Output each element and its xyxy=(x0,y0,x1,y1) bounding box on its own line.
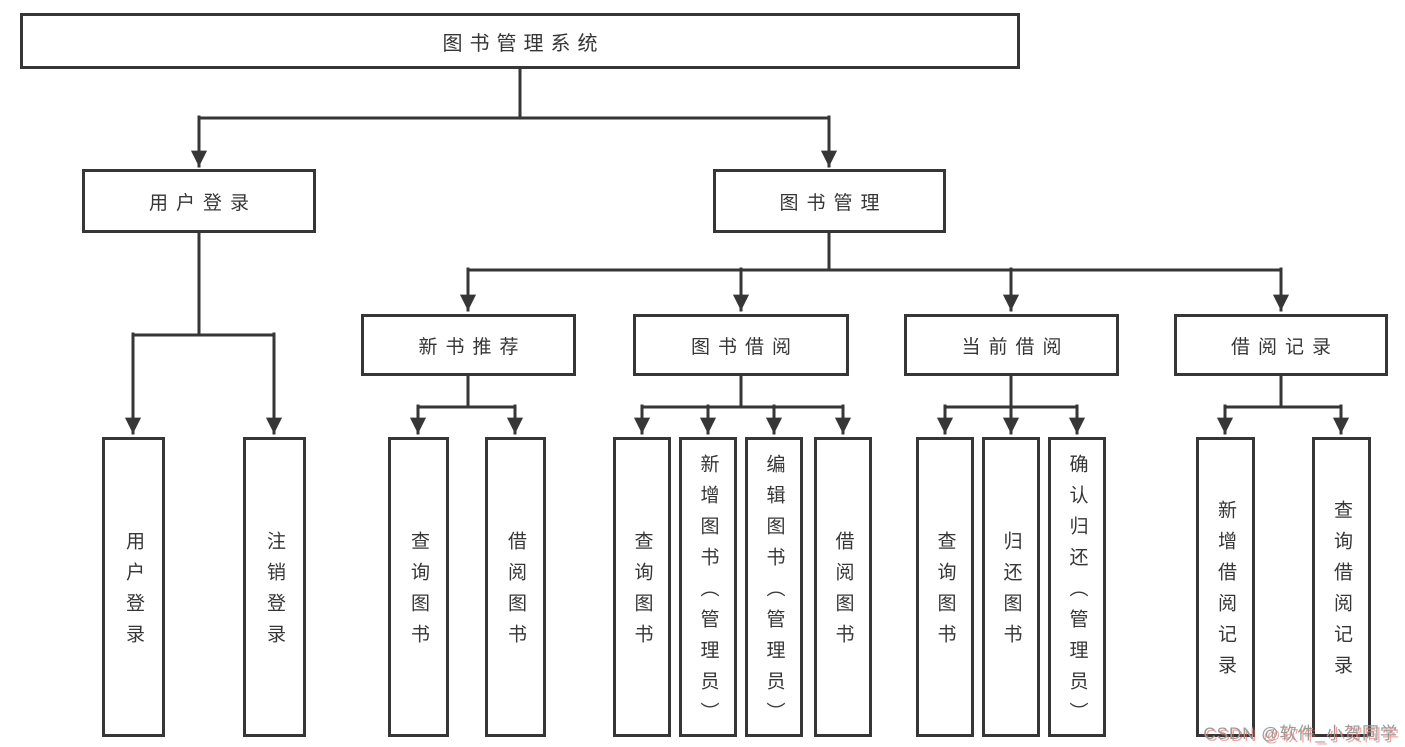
node-label: 图书管理 xyxy=(779,192,888,214)
leaf-user-login: 用户登录 xyxy=(102,437,165,737)
leaf-records-query-record: 查询借阅记录 xyxy=(1312,437,1371,737)
leaf-current-return-book: 归还图书 xyxy=(982,437,1040,737)
leaf-recommend-borrow-book: 借阅图书 xyxy=(485,437,546,737)
leaf-borrow-borrow-book: 借阅图书 xyxy=(814,437,872,737)
node-label: 新增图书（管理员） xyxy=(697,453,719,733)
node-label: 确认归还（管理员） xyxy=(1066,453,1088,733)
node-current-borrowing: 当前借阅 xyxy=(904,314,1119,376)
node-new-book-recommendation: 新书推荐 xyxy=(361,314,576,376)
node-label: 编辑图书（管理员） xyxy=(763,453,785,733)
node-label: 注销登录 xyxy=(264,531,285,655)
leaf-recommend-query-book: 查询图书 xyxy=(388,437,449,737)
node-label: 查询图书 xyxy=(408,531,429,655)
node-label: 借阅图书 xyxy=(832,531,854,655)
node-label: 归还图书 xyxy=(1000,531,1022,655)
node-label: 查询图书 xyxy=(934,531,956,655)
node-label: 图书管理系统 xyxy=(442,32,605,55)
node-user-login: 用户登录 xyxy=(82,169,316,233)
node-borrowing-records: 借阅记录 xyxy=(1174,314,1388,376)
node-label: 用户登录 xyxy=(148,192,257,214)
leaf-logout: 注销登录 xyxy=(243,437,306,737)
node-label: 图书借阅 xyxy=(690,336,799,358)
leaf-records-add-record: 新增借阅记录 xyxy=(1196,437,1255,737)
node-label: 用户登录 xyxy=(123,531,144,655)
node-label: 借阅记录 xyxy=(1230,336,1339,358)
node-label: 当前借阅 xyxy=(961,336,1070,358)
leaf-borrow-query-book: 查询图书 xyxy=(613,437,671,737)
node-book-borrowing: 图书借阅 xyxy=(633,314,849,376)
leaf-borrow-add-book-admin: 新增图书（管理员） xyxy=(679,437,737,737)
node-label: 新书推荐 xyxy=(418,336,527,358)
node-label: 查询图书 xyxy=(631,531,653,655)
watermark: CSDN @软件_小贺同学 xyxy=(1203,724,1398,743)
node-library-management-system: 图书管理系统 xyxy=(20,13,1020,69)
node-label: 查询借阅记录 xyxy=(1331,500,1352,686)
leaf-current-query-book: 查询图书 xyxy=(916,437,974,737)
node-book-management: 图书管理 xyxy=(713,169,946,233)
leaf-current-confirm-return-admin: 确认归还（管理员） xyxy=(1048,437,1106,737)
node-label: 借阅图书 xyxy=(505,531,526,655)
leaf-borrow-edit-book-admin: 编辑图书（管理员） xyxy=(745,437,803,737)
node-label: 新增借阅记录 xyxy=(1215,500,1236,686)
